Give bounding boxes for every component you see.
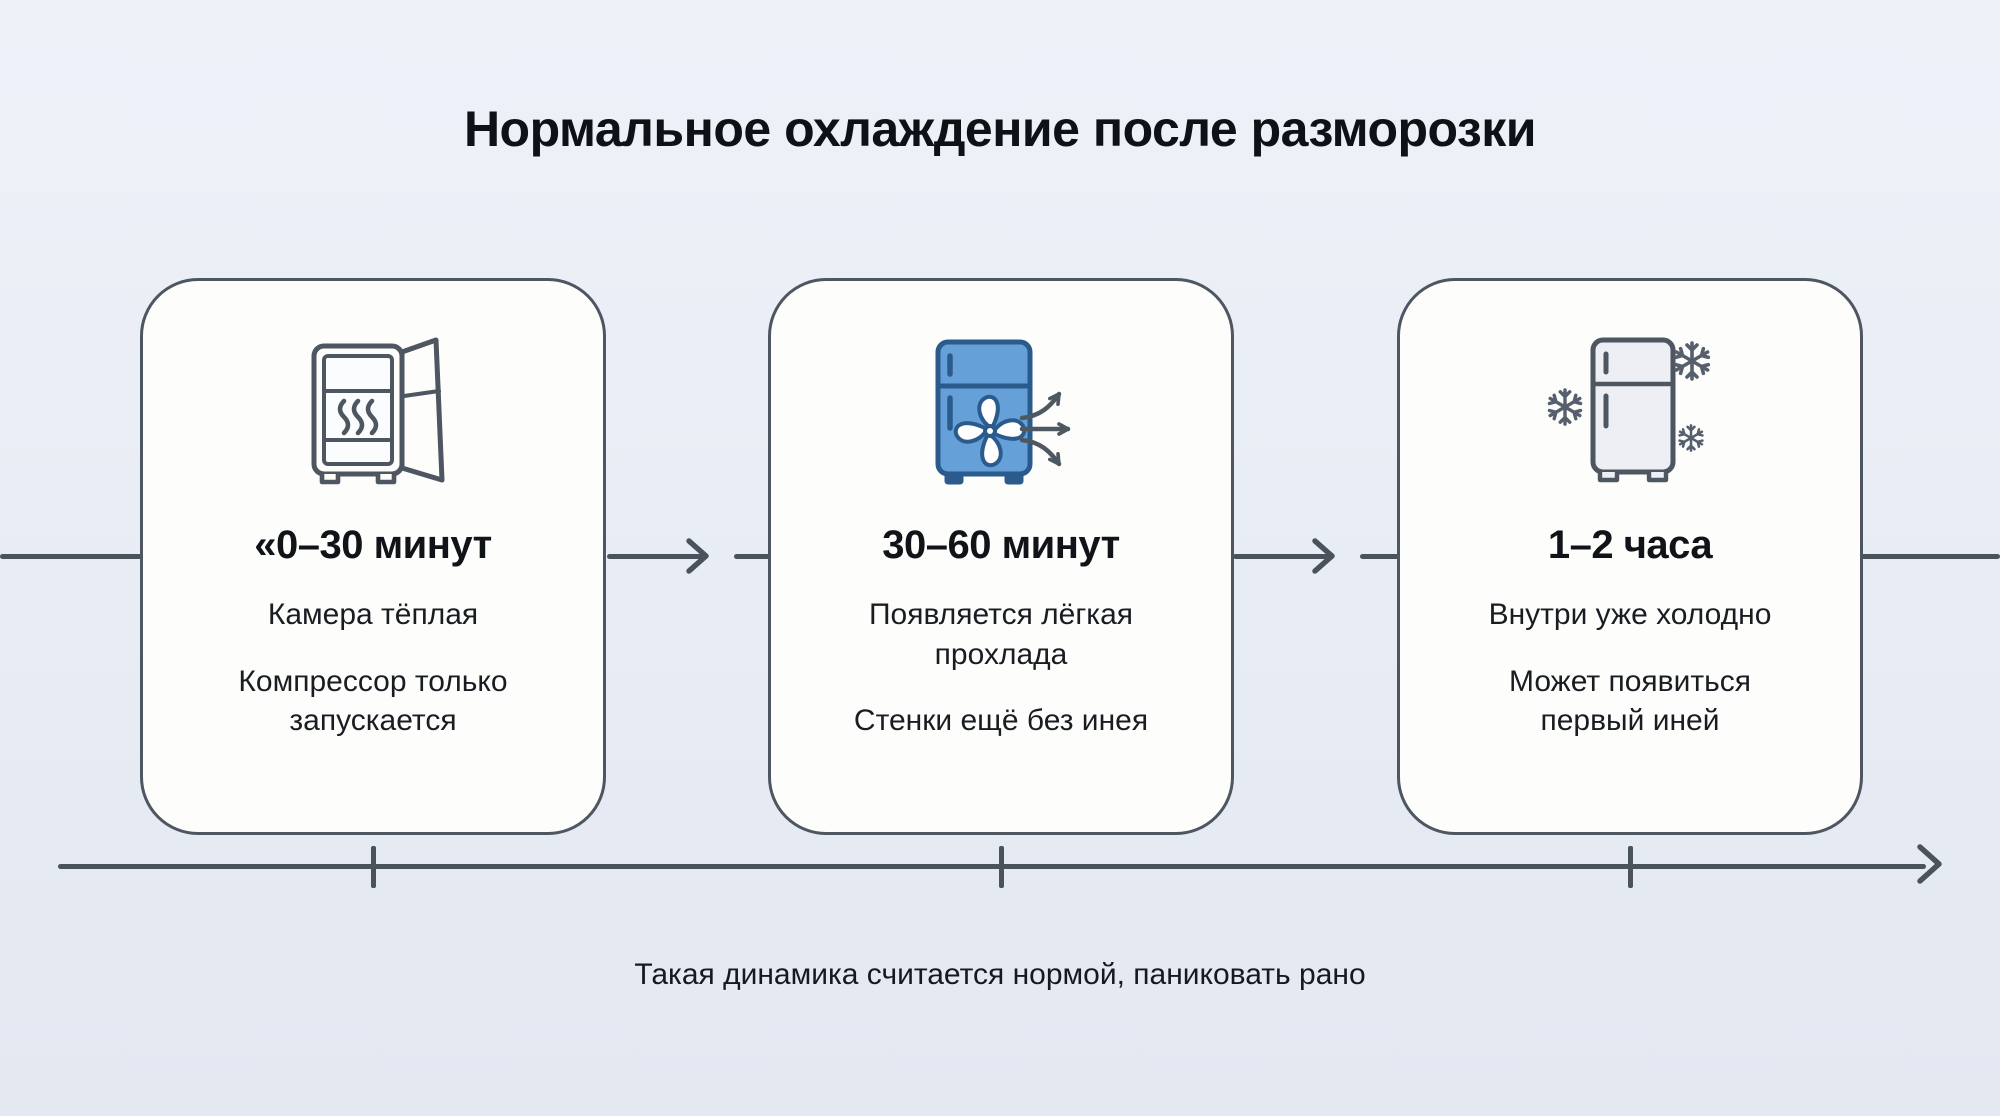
timeline-tick <box>999 846 1004 888</box>
timeline-arrow-icon <box>1917 844 1942 884</box>
timeline-tick <box>1628 846 1633 888</box>
stage-line: Внутри уже холодно <box>1488 598 1772 631</box>
caption: Такая динамика считается нормой, паников… <box>634 958 1366 991</box>
fridge-open-door-heat-icon <box>143 333 603 495</box>
timeline-connector <box>734 554 770 559</box>
page-title: Нормальное охлаждение после разморозки <box>463 101 1537 157</box>
stage-card-1-2-hours: 1–2 часа Внутри уже холодно Может появит… <box>1397 278 1863 835</box>
stage-line: Камера тёплая <box>267 598 479 631</box>
stage-line: Компрессор только запускается <box>238 664 508 738</box>
fridge-snowflakes-frost-icon <box>1400 333 1860 495</box>
timeline-tick <box>371 846 376 888</box>
stage-card-0-30-min: «0–30 минут Камера тёплая Компрессор тол… <box>140 278 606 835</box>
stage-title: 30–60 минут <box>882 523 1120 567</box>
timeline-connector <box>1360 554 1399 559</box>
flow-arrow-icon <box>686 538 709 574</box>
stage-title: «0–30 минут <box>254 523 492 567</box>
timeline-connector <box>1861 554 2000 559</box>
stage-line: Появляется лёгкая прохлада <box>868 598 1133 671</box>
timeline-bar <box>58 864 1926 869</box>
stage-title: 1–2 часа <box>1547 523 1713 567</box>
timeline-connector <box>1233 554 1330 559</box>
fridge-fan-airflow-icon <box>771 333 1231 495</box>
flow-arrow-icon <box>1312 538 1335 574</box>
stage-line: Может появиться первый иней <box>1509 664 1751 738</box>
stage-line: Стенки ещё без инея <box>853 704 1149 738</box>
stage-card-30-60-min: 30–60 минут Появляется лёгкая прохлада С… <box>768 278 1234 835</box>
timeline-connector <box>607 554 704 559</box>
timeline-connector <box>0 554 142 559</box>
